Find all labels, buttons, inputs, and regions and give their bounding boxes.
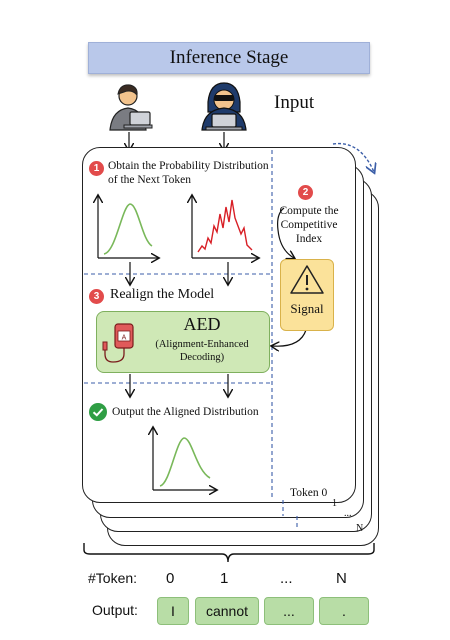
token-n-label: N [356, 523, 364, 534]
output-token-n: . [319, 597, 369, 625]
output-row-label: Output: [92, 602, 138, 618]
step-1-line-2: of the Next Token [108, 174, 191, 186]
token-1-label: 1 [332, 498, 337, 509]
step-2-line-2: Competitive [280, 219, 338, 231]
token-number-1: 1 [220, 570, 229, 587]
step-1-text: Obtain the Probability Distribution of t… [108, 159, 273, 187]
output-token-1: cannot [195, 597, 259, 625]
token-dots-label: ... [344, 508, 352, 519]
step-1-badge: 1 [89, 161, 104, 176]
check-circle-icon [89, 403, 107, 421]
step-2-line-3: Index [295, 233, 323, 245]
blood-bag-icon: A [102, 323, 134, 363]
output-token-0: I [157, 597, 189, 625]
step-3-text: Realign the Model [110, 287, 215, 302]
step-1-line-1: Obtain the Probability Distribution [108, 160, 269, 172]
step-2-text: Compute the Competitive Index [274, 204, 344, 246]
token-number-dots: ... [280, 570, 293, 587]
user-laptop-icon [109, 84, 153, 131]
step-4-text: Output the Aligned Distribution [112, 406, 259, 418]
token-number-0: 0 [166, 570, 175, 587]
hacker-laptop-icon [201, 82, 247, 131]
step-2-badge: 2 [298, 185, 313, 200]
token-number-n: N [336, 570, 347, 587]
aed-title: AED [183, 314, 221, 334]
aed-subtitle-line-2: Decoding) [179, 352, 225, 363]
token-0-label: Token 0 [290, 487, 328, 499]
step-3-badge: 3 [89, 289, 104, 304]
title-banner: Inference Stage [88, 42, 370, 74]
aed-box: A AED (Alignment-Enhanced Decoding) [96, 311, 270, 373]
warning-triangle-icon [290, 265, 324, 294]
output-token-dots: ... [264, 597, 314, 625]
step-2-line-1: Compute the [279, 205, 339, 217]
signal-box: Signal [280, 259, 334, 331]
signal-label: Signal [290, 301, 324, 316]
diagram-title: Inference Stage [169, 47, 289, 68]
aed-subtitle-line-1: (Alignment-Enhanced [155, 339, 249, 350]
token-row-label: #Token: [88, 570, 138, 586]
aed-subtitle: (Alignment-Enhanced Decoding) [137, 338, 267, 364]
input-label: Input [274, 92, 315, 113]
svg-text:A: A [122, 335, 127, 342]
